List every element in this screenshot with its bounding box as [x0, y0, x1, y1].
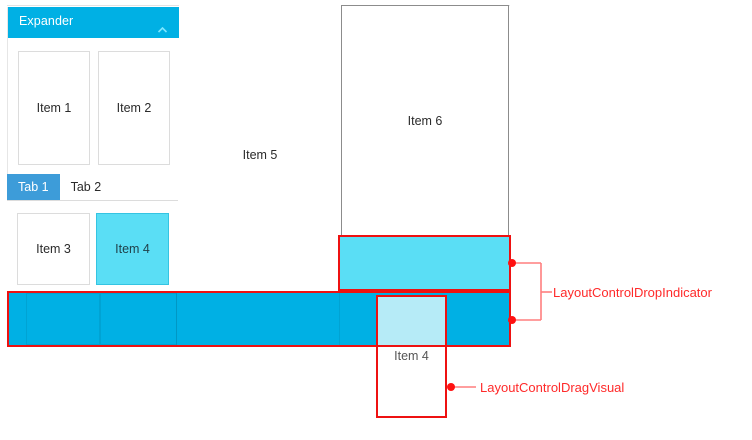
drag-visual-label: Item 4: [394, 349, 429, 363]
tab-items: Item 3 Item 4: [17, 213, 169, 285]
layout-item-1[interactable]: Item 1: [18, 51, 90, 165]
tab-strip: Tab 1 Tab 2: [7, 174, 178, 201]
drag-bar-tile-b: [100, 293, 177, 345]
layout-item-2[interactable]: Item 2: [98, 51, 170, 165]
layout-item-4[interactable]: Item 4: [96, 213, 169, 285]
drag-ghost-tile: [376, 295, 447, 347]
layout-item-6-label: Item 6: [407, 114, 443, 128]
drag-bar-segment-left: [9, 293, 177, 345]
layout-item-5-label: Item 5: [242, 147, 278, 162]
tab-body: Item 3 Item 4: [7, 201, 178, 304]
tab-2-label: Tab 2: [70, 180, 102, 194]
expander-title: Expander: [19, 14, 74, 28]
drag-bar-tile-a: [26, 293, 100, 345]
drop-indicator-band: [338, 235, 511, 291]
chevron-up-icon[interactable]: [157, 20, 168, 33]
layout-item-4-label: Item 4: [115, 242, 150, 256]
layout-item-6[interactable]: Item 6: [341, 5, 509, 237]
annotation-drop-indicator-label: LayoutControlDropIndicator: [553, 285, 712, 300]
annotation-drag-visual-label: LayoutControlDragVisual: [480, 380, 625, 395]
tab-control: Tab 1 Tab 2 Item 3 Item 4: [7, 174, 178, 304]
drag-bar-segment-middle: [177, 293, 340, 345]
layout-item-5[interactable]: Item 5: [179, 5, 341, 304]
layout-item-1-label: Item 1: [36, 101, 72, 115]
layout-item-3-label: Item 3: [36, 242, 71, 256]
expander-header[interactable]: Expander: [8, 7, 179, 38]
tab-1[interactable]: Tab 1: [7, 174, 60, 200]
expander-body: Item 1 Item 2: [8, 38, 179, 174]
layout-item-2-label: Item 2: [116, 101, 152, 115]
expander-items: Item 1 Item 2: [18, 51, 170, 165]
layout-item-3[interactable]: Item 3: [17, 213, 90, 285]
tab-1-label: Tab 1: [18, 180, 49, 194]
drag-visual-box: [376, 347, 447, 418]
tab-2[interactable]: Tab 2: [60, 174, 113, 200]
